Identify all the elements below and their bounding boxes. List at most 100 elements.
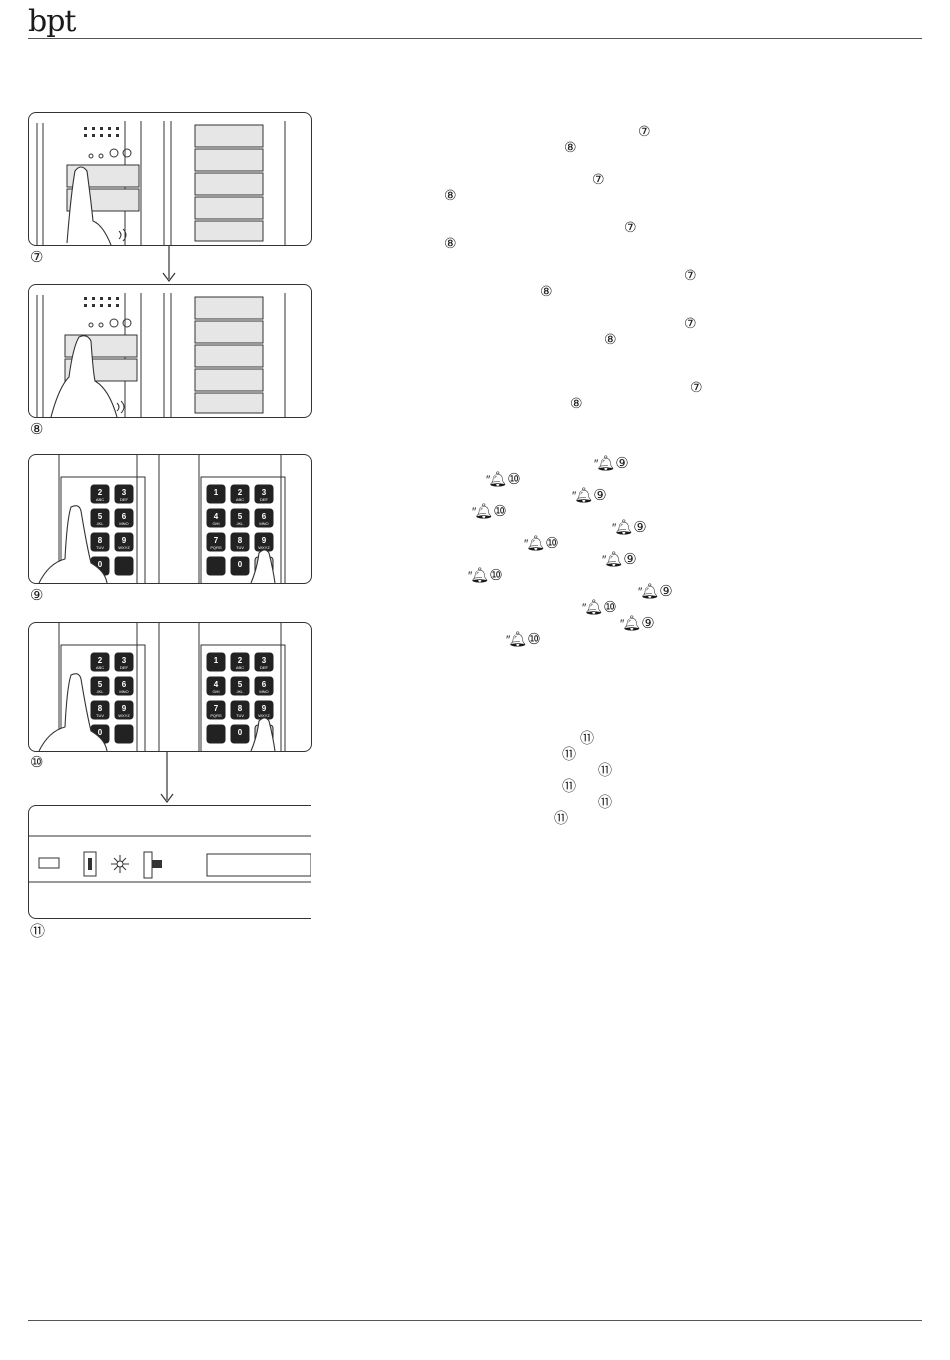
keypad-key-digit: 2 xyxy=(98,488,103,497)
keypad-key xyxy=(114,556,134,576)
step-marker-8: ⑧ xyxy=(570,395,583,411)
keypad-key-letters: ABC xyxy=(96,665,104,670)
step-marker-7: ⑦ xyxy=(624,219,637,235)
keypad-key-letters: ABC xyxy=(96,497,104,502)
keypad-key-digit: 0 xyxy=(98,728,103,737)
keypad-key-letters: DEF xyxy=(120,665,129,670)
keypad-key xyxy=(90,484,110,504)
keypad-key-letters: WXYZ xyxy=(258,545,270,550)
figure-10-label: ⑩ xyxy=(30,754,44,771)
step-marker-8: ⑧ xyxy=(444,187,457,203)
bell-marker-9: ″🔔︎⑨ xyxy=(612,519,647,536)
bell-icon: 🔔︎ xyxy=(614,519,634,536)
step-marker-7: ⑦ xyxy=(690,379,703,395)
keypad-key-letters: TUV xyxy=(236,545,244,550)
keypad-key xyxy=(90,676,110,696)
keypad-key xyxy=(254,676,274,696)
header-rule xyxy=(28,38,922,39)
bpt-logo: bpt xyxy=(28,4,76,39)
keypad-key xyxy=(206,676,226,696)
bell-icon: 🔔︎ xyxy=(604,551,624,568)
keypad-key xyxy=(90,532,110,552)
step-marker-8: ⑧ xyxy=(444,235,457,251)
keypad-key-digit: 2 xyxy=(238,656,243,665)
keypad-key-digit: 0 xyxy=(238,560,243,569)
figure-7-panel xyxy=(28,112,312,246)
keypad-key-digit: 8 xyxy=(238,536,243,545)
bell-marker-10: ″🔔︎⑩ xyxy=(506,631,541,648)
keypad-key xyxy=(254,652,274,672)
keypad-key xyxy=(254,484,274,504)
footer-rule xyxy=(28,1320,922,1321)
keypad-key xyxy=(90,508,110,528)
keypad-key-digit: 8 xyxy=(98,536,103,545)
keypad-key xyxy=(230,700,250,720)
keypad-key xyxy=(230,508,250,528)
keypad-key-digit: 2 xyxy=(238,488,243,497)
step-marker-11: ⑪ xyxy=(598,762,612,778)
figure-7-label: ⑦ xyxy=(30,249,44,266)
keypad-key-letters: TUV xyxy=(96,713,104,718)
keypad-key-digit: 9 xyxy=(262,536,267,545)
keypad-key-digit: 1 xyxy=(214,656,219,665)
keypad-key xyxy=(206,700,226,720)
bell-icon: 🔔︎ xyxy=(584,599,604,616)
keypad-key xyxy=(206,724,226,744)
keypad-key-digit: 5 xyxy=(98,680,103,689)
keypad-key-digit: 0 xyxy=(98,560,103,569)
keypad-key xyxy=(206,556,226,576)
keypad-key xyxy=(230,724,250,744)
keypad-key-letters: GHI xyxy=(212,521,219,526)
bell-marker-9: ″🔔︎⑨ xyxy=(638,583,673,600)
bell-marker-9: ″🔔︎⑨ xyxy=(620,615,655,632)
keypad-key-letters: TUV xyxy=(236,713,244,718)
down-arrow-icon xyxy=(162,245,176,282)
keypad-key-digit: 2 xyxy=(98,656,103,665)
step-marker-8: ⑧ xyxy=(540,283,553,299)
keypad-key xyxy=(114,676,134,696)
keypad-key xyxy=(114,652,134,672)
keypad-key-digit: 5 xyxy=(238,680,243,689)
bell-icon: 🔔︎ xyxy=(488,471,508,488)
figure-11-label: ⑪ xyxy=(30,923,46,940)
keypad-key-letters: MNO xyxy=(119,521,128,526)
bell-marker-10: ″🔔︎⑩ xyxy=(486,471,521,488)
step-marker-11: ⑪ xyxy=(562,778,576,794)
keypad-key-digit: 9 xyxy=(122,704,127,713)
bell-icon: 🔔︎ xyxy=(574,487,594,504)
keypad-key-letters: ABC xyxy=(236,497,244,502)
keypad-key xyxy=(206,532,226,552)
keypad-key-digit: 8 xyxy=(98,704,103,713)
keypad-key xyxy=(230,484,250,504)
keypad-key-letters: MNO xyxy=(259,689,268,694)
step-marker-11: ⑪ xyxy=(580,730,594,746)
keypad-key-digit: 4 xyxy=(214,680,219,689)
bell-icon: 🔔︎ xyxy=(596,455,616,472)
keypad-key-digit: 8 xyxy=(238,704,243,713)
figure-11-panel xyxy=(28,805,311,919)
keypad-key-digit: 6 xyxy=(122,680,127,689)
step-marker-7: ⑦ xyxy=(638,123,651,139)
keypad-key-letters: WXYZ xyxy=(258,713,270,718)
keypad-key-letters: JKL xyxy=(237,689,245,694)
keypad-key-digit: 6 xyxy=(122,512,127,521)
keypad-key xyxy=(114,508,134,528)
keypad-key-letters: JKL xyxy=(97,521,105,526)
keypad-key-digit: 4 xyxy=(214,512,219,521)
bell-marker-9: ″🔔︎⑨ xyxy=(572,487,607,504)
keypad-key xyxy=(90,700,110,720)
keypad-key-letters: MNO xyxy=(119,689,128,694)
keypad-key xyxy=(114,484,134,504)
step-marker-7: ⑦ xyxy=(684,315,697,331)
keypad-key-letters: DEF xyxy=(120,497,129,502)
keypad-key-digit: 9 xyxy=(122,536,127,545)
keypad-key-letters: JKL xyxy=(237,521,245,526)
keypad-key xyxy=(254,508,274,528)
bell-marker-9: ″🔔︎⑨ xyxy=(594,455,629,472)
keypad-key xyxy=(230,556,250,576)
bell-icon: 🔔︎ xyxy=(622,615,642,632)
